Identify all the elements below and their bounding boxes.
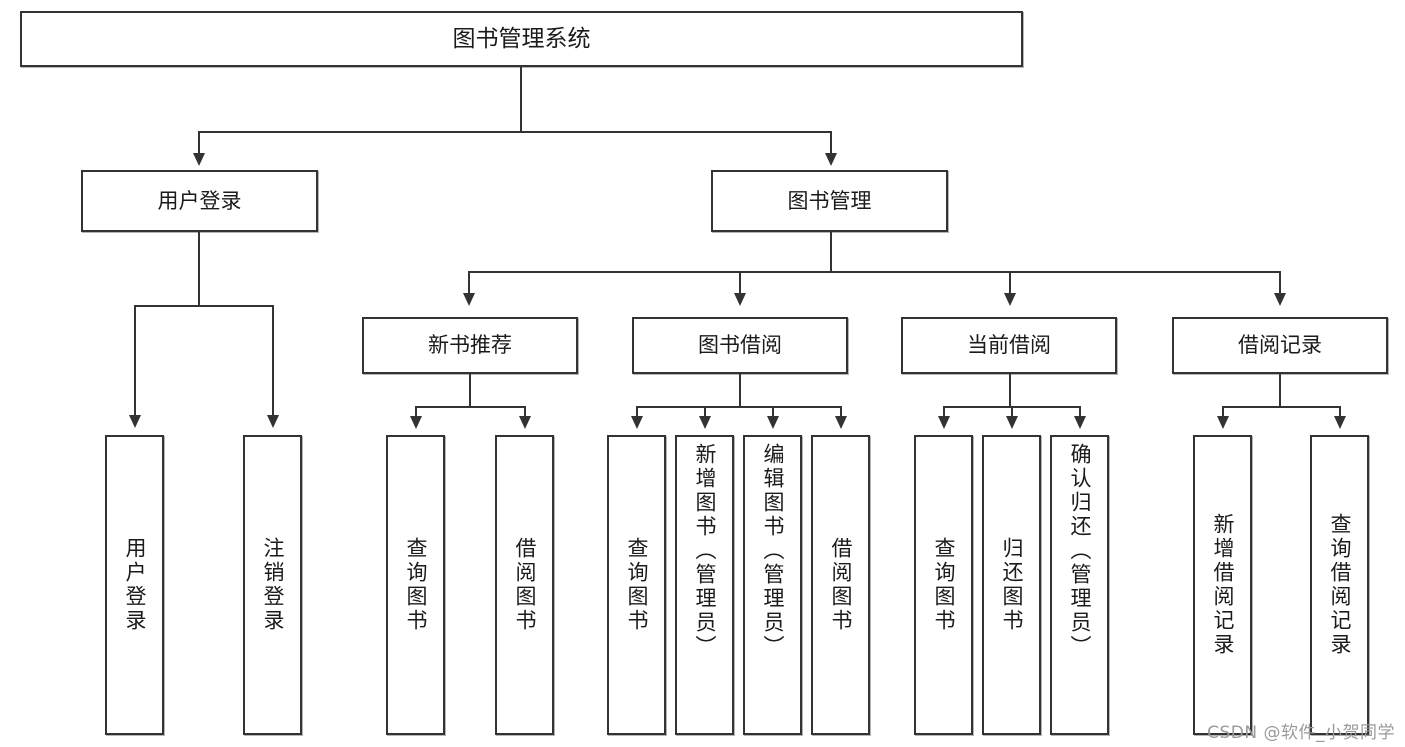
connector-new-book-c1	[415, 406, 417, 418]
node-label: 用户登录	[123, 537, 147, 633]
arrow-current-borrow-c1	[938, 416, 950, 429]
connector-borrow-record-c1	[1222, 406, 1224, 418]
connector-book-borrow-c2	[704, 406, 706, 418]
node-label: 新书推荐	[428, 333, 512, 358]
arrow-user-login-left	[129, 415, 141, 428]
connector-borrow-record-stem	[1279, 374, 1281, 407]
arrow-to-new-book	[463, 293, 475, 306]
node-label: 新增图书（管理员）	[693, 443, 717, 659]
node-label: 图书借阅	[698, 333, 782, 358]
node-label: 当前借阅	[967, 333, 1051, 358]
connector-new-book-stem	[469, 374, 471, 407]
leaf-book-borrow-add[interactable]: 新增图书（管理员）	[675, 435, 734, 735]
connector-to-book-borrow	[739, 271, 741, 296]
arrow-to-current-borrow	[1004, 293, 1016, 306]
arrow-borrow-record-c1	[1217, 416, 1229, 429]
connector-book-borrow-bus	[636, 406, 840, 408]
arrow-borrow-record-c2	[1334, 416, 1346, 429]
connector-book-manage-stem	[830, 232, 832, 272]
node-borrow-record[interactable]: 借阅记录	[1172, 317, 1388, 374]
node-label: 图书管理	[787, 188, 872, 213]
node-label: 归还图书	[1000, 537, 1024, 633]
connector-book-borrow-stem	[739, 374, 741, 407]
connector-new-book-c2	[524, 406, 526, 418]
node-label: 借阅图书	[513, 537, 537, 633]
connector-book-borrow-c4	[840, 406, 842, 418]
arrow-book-borrow-c4	[835, 416, 847, 429]
node-label: 编辑图书（管理员）	[761, 443, 785, 659]
node-root-system[interactable]: 图书管理系统	[20, 11, 1023, 67]
connector-root-stem	[520, 67, 522, 132]
arrow-book-borrow-c1	[631, 416, 643, 429]
leaf-current-borrow-query[interactable]: 查询图书	[914, 435, 973, 735]
node-label: 图书管理系统	[452, 25, 591, 52]
connector-current-borrow-c2	[1011, 406, 1013, 418]
connector-book-manage-bus	[468, 271, 1280, 273]
leaf-new-book-query[interactable]: 查询图书	[386, 435, 445, 735]
node-user-login[interactable]: 用户登录	[81, 170, 318, 232]
arrow-current-borrow-c2	[1006, 416, 1018, 429]
leaf-current-borrow-confirm[interactable]: 确认归还（管理员）	[1050, 435, 1109, 735]
connector-book-borrow-c3	[772, 406, 774, 418]
leaf-user-login-logout[interactable]: 注销登录	[243, 435, 302, 735]
connector-book-borrow-c1	[636, 406, 638, 418]
arrow-to-user-login	[193, 153, 205, 166]
node-label: 查询图书	[932, 537, 956, 633]
node-book-manage[interactable]: 图书管理	[711, 170, 948, 232]
connector-to-borrow-record	[1279, 271, 1281, 296]
connector-borrow-record-bus	[1222, 406, 1340, 408]
node-label: 查询图书	[625, 537, 649, 633]
arrow-user-login-right	[267, 415, 279, 428]
arrow-to-book-manage	[825, 153, 837, 166]
connector-user-login-left	[134, 305, 136, 418]
node-book-borrow[interactable]: 图书借阅	[632, 317, 848, 374]
node-label: 确认归还（管理员）	[1068, 443, 1092, 659]
leaf-book-borrow-query[interactable]: 查询图书	[607, 435, 666, 735]
watermark-text: CSDN @软件_小贺同学	[1207, 723, 1395, 743]
connector-current-borrow-c1	[943, 406, 945, 418]
connector-current-borrow-stem	[1009, 374, 1011, 407]
node-current-borrow[interactable]: 当前借阅	[901, 317, 1117, 374]
node-label: 新增借阅记录	[1211, 513, 1235, 657]
arrow-current-borrow-c3	[1074, 416, 1086, 429]
connector-current-borrow-c3	[1079, 406, 1081, 418]
node-label: 查询借阅记录	[1328, 513, 1352, 657]
connector-borrow-record-c2	[1339, 406, 1341, 418]
arrow-to-book-borrow	[734, 293, 746, 306]
leaf-new-book-borrow[interactable]: 借阅图书	[495, 435, 554, 735]
node-label: 注销登录	[261, 537, 285, 633]
connector-to-new-book	[468, 271, 470, 296]
leaf-borrow-record-query[interactable]: 查询借阅记录	[1310, 435, 1369, 735]
connector-user-login-bus	[134, 305, 273, 307]
connector-user-login-stem	[198, 232, 200, 306]
connector-to-book-manage	[830, 131, 832, 156]
arrow-new-book-c2	[519, 416, 531, 429]
node-label: 查询图书	[404, 537, 428, 633]
node-label: 借阅图书	[829, 537, 853, 633]
leaf-current-borrow-return[interactable]: 归还图书	[982, 435, 1041, 735]
node-new-book-recommend[interactable]: 新书推荐	[362, 317, 578, 374]
arrow-to-borrow-record	[1274, 293, 1286, 306]
arrow-new-book-c1	[410, 416, 422, 429]
connector-root-bus	[198, 131, 832, 133]
leaf-book-borrow-borrow[interactable]: 借阅图书	[811, 435, 870, 735]
arrow-book-borrow-c3	[767, 416, 779, 429]
connector-to-user-login	[198, 131, 200, 156]
node-label: 用户登录	[157, 188, 242, 213]
connector-new-book-bus	[415, 406, 525, 408]
leaf-book-borrow-edit[interactable]: 编辑图书（管理员）	[743, 435, 802, 735]
leaf-user-login-login[interactable]: 用户登录	[105, 435, 164, 735]
node-label: 借阅记录	[1238, 333, 1322, 358]
leaf-borrow-record-add[interactable]: 新增借阅记录	[1193, 435, 1252, 735]
connector-user-login-right	[272, 305, 274, 418]
arrow-book-borrow-c2	[699, 416, 711, 429]
connector-to-current-borrow	[1009, 271, 1011, 296]
